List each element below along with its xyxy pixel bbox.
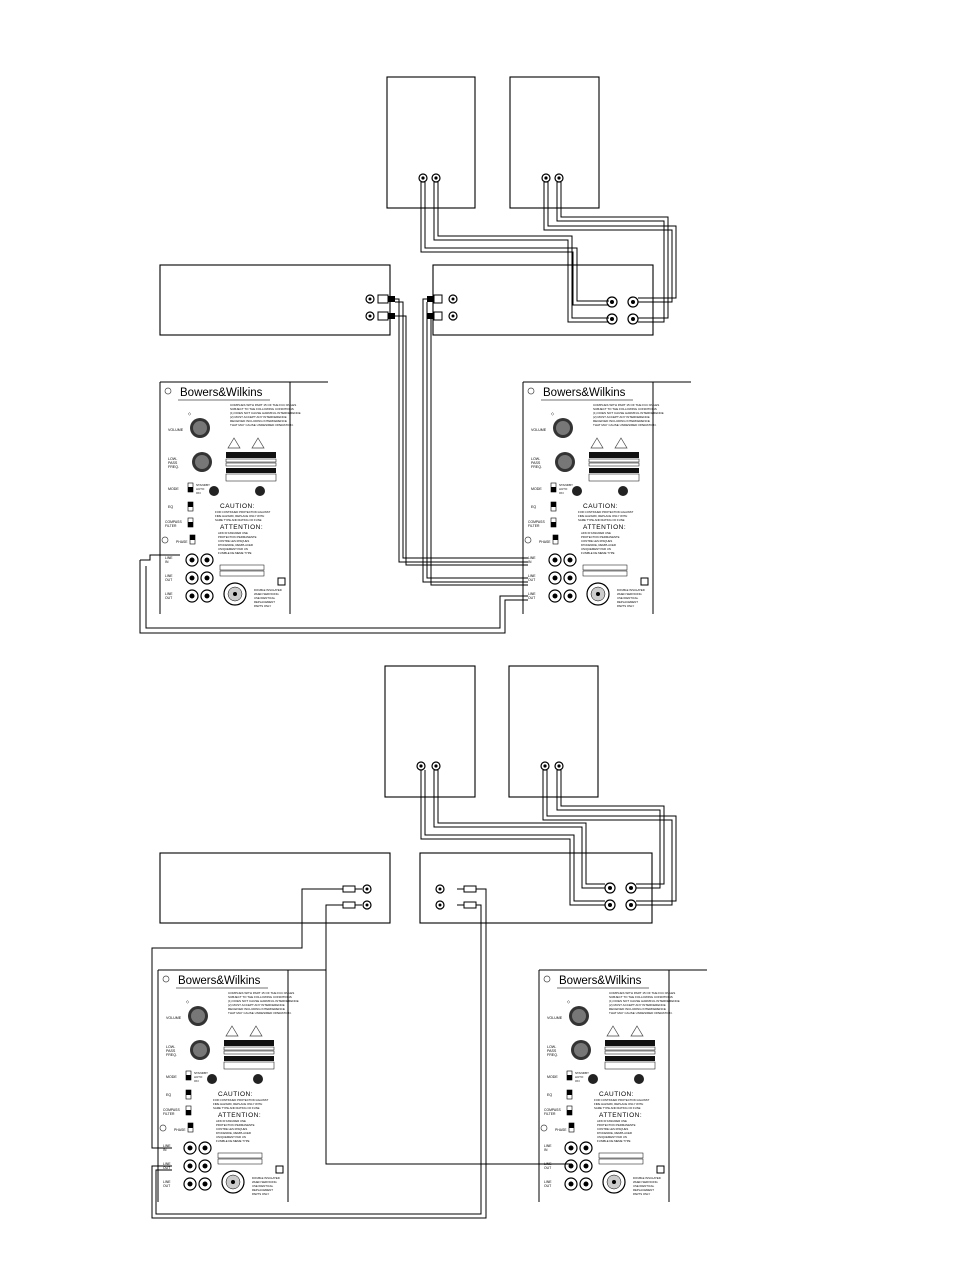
subwoofer-panel-bottom-left xyxy=(157,969,327,1203)
amplifier-unit-top xyxy=(427,264,654,336)
subwoofer-panel-bottom-right xyxy=(538,969,708,1203)
line-wires-top xyxy=(139,298,528,634)
speaker-right-bottom xyxy=(508,665,599,798)
top-diagram xyxy=(139,76,677,634)
speaker-left-bottom xyxy=(384,665,476,798)
speaker-wires-bottom xyxy=(420,770,677,906)
speaker-wires-top xyxy=(420,182,677,323)
line-wires-bottom xyxy=(151,888,572,1219)
speaker-right-top xyxy=(509,76,600,209)
subwoofer-panel-top-right xyxy=(522,381,692,615)
subwoofer-panel-top-left xyxy=(159,381,329,615)
source-unit-top xyxy=(159,264,395,336)
amplifier-unit-bottom xyxy=(419,852,653,924)
speaker-left-top xyxy=(386,76,476,209)
bottom-diagram xyxy=(151,665,677,1219)
source-unit-bottom xyxy=(159,852,391,924)
